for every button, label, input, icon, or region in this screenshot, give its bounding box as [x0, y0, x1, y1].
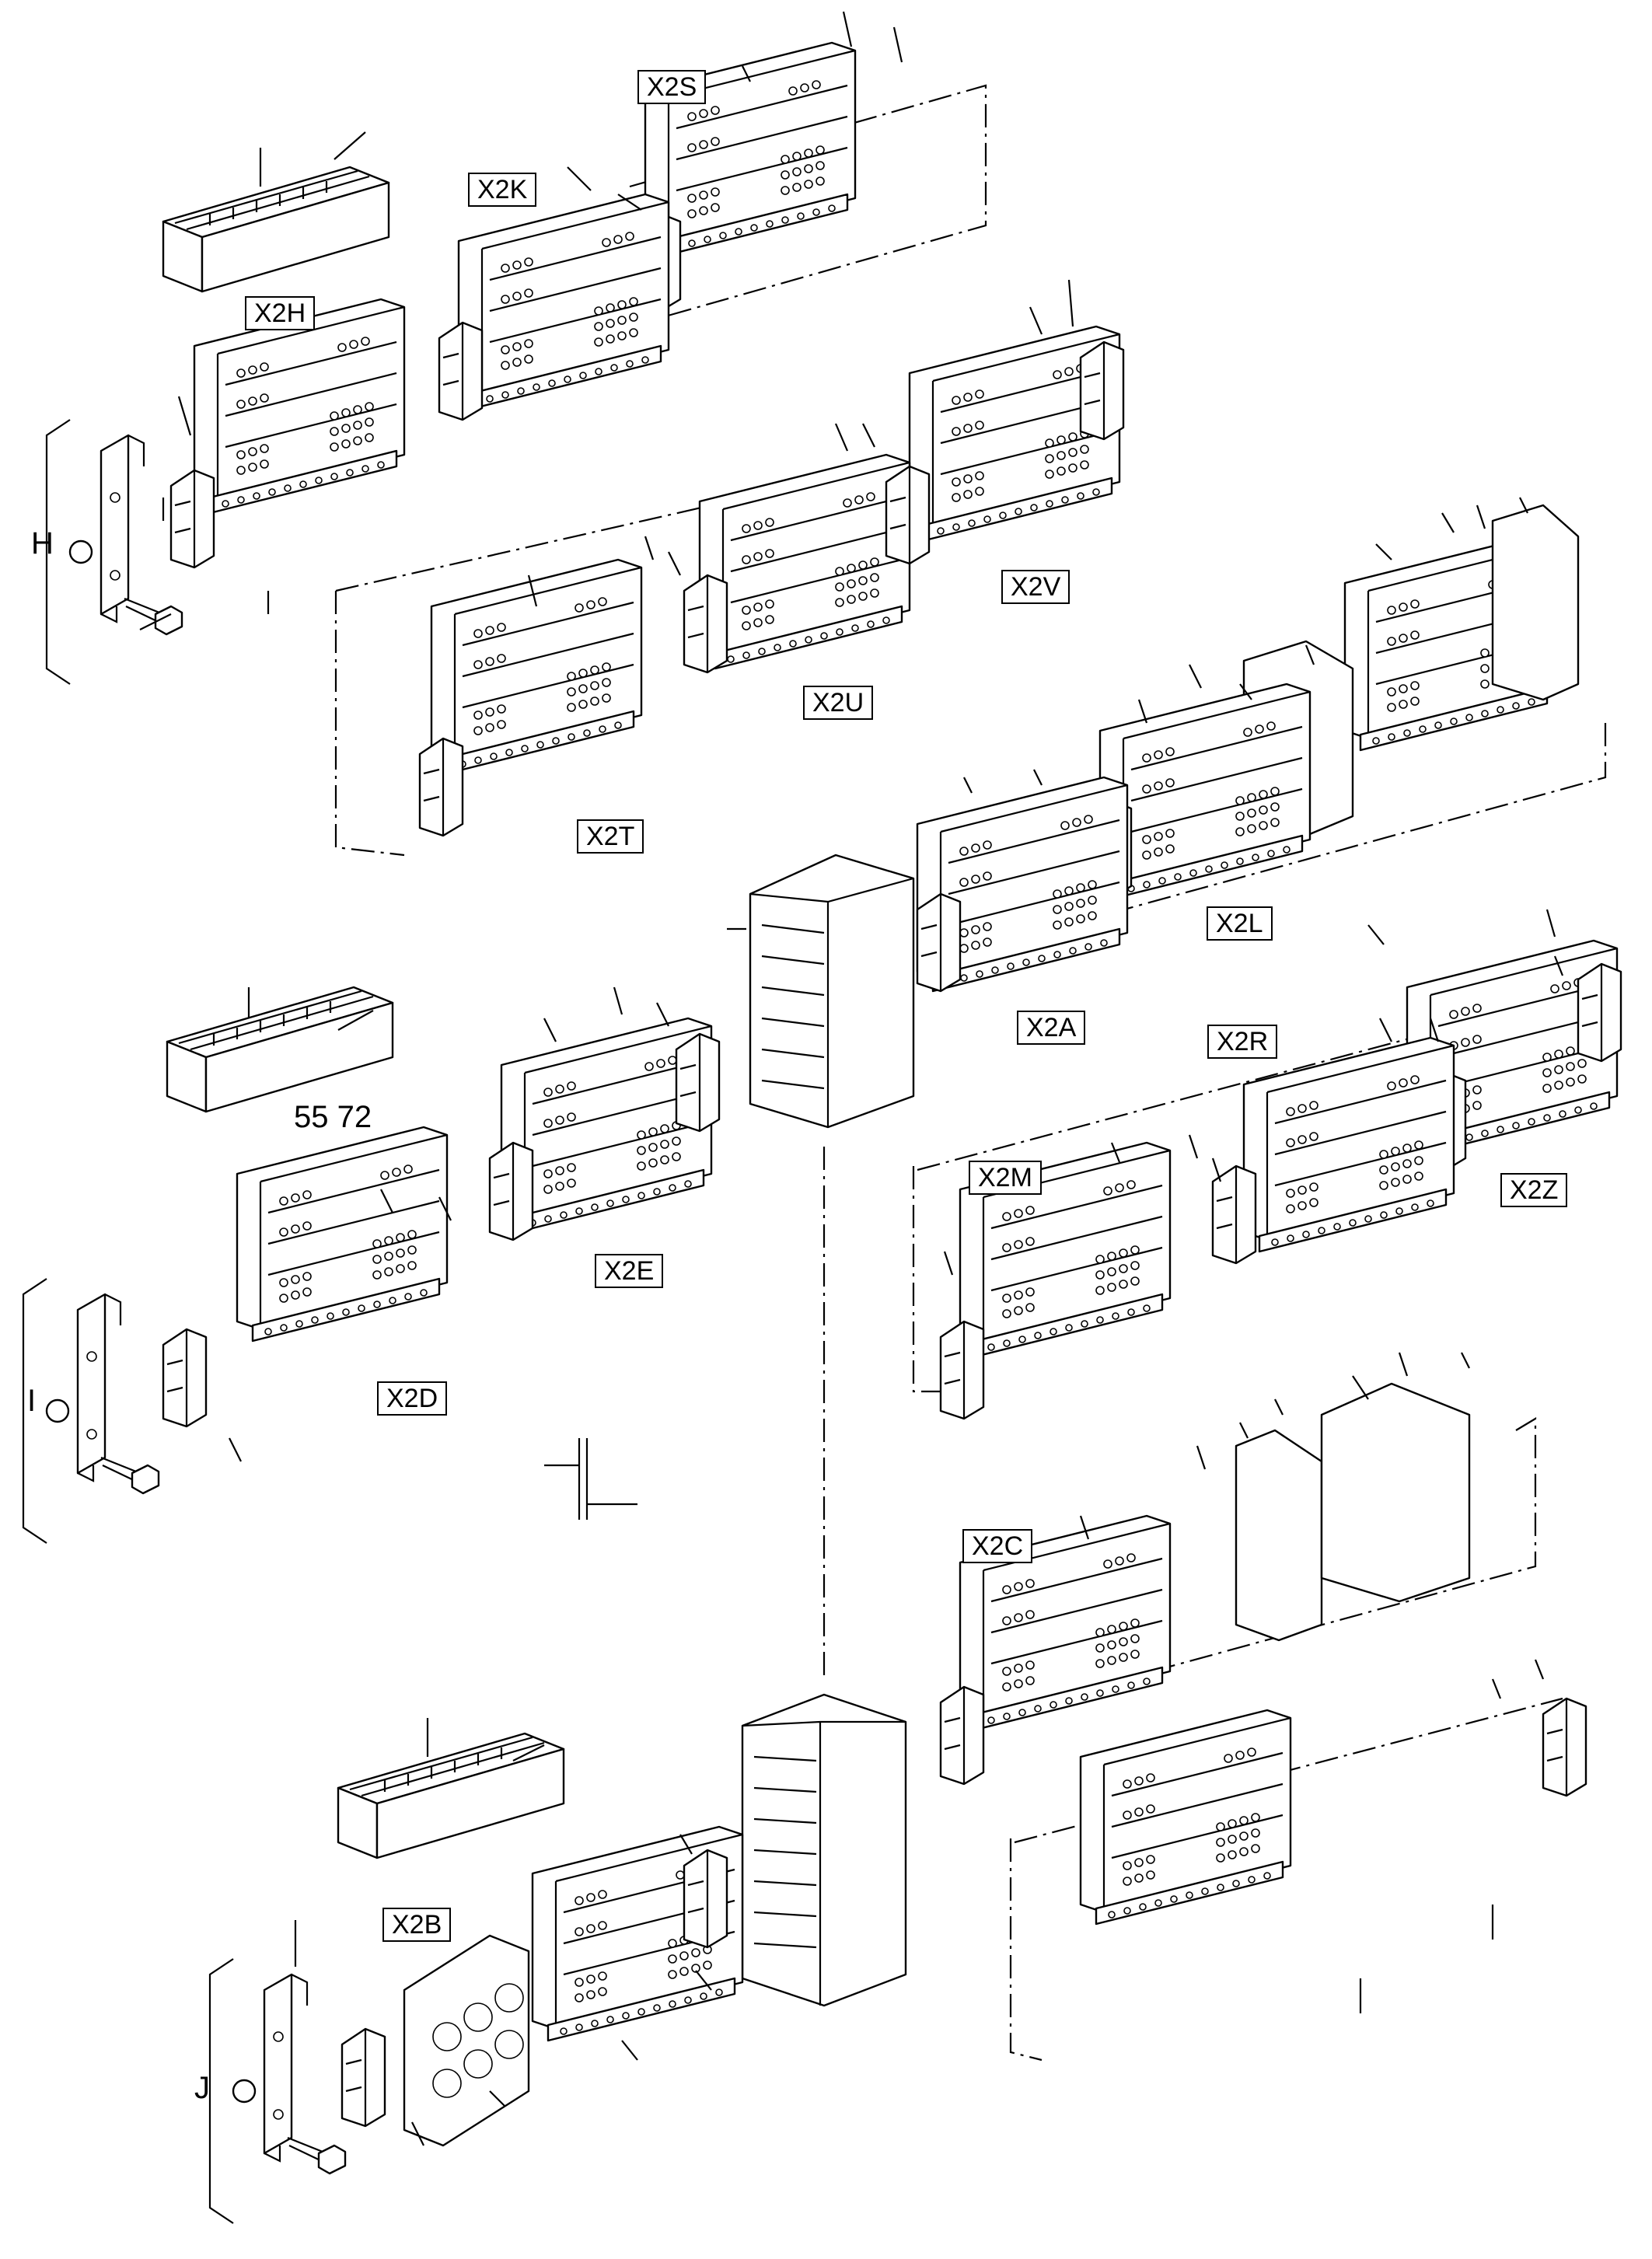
detail-letter-j: J	[194, 2071, 210, 2105]
detail-letter-i: I	[27, 1384, 37, 1418]
label-x2k: X2K	[468, 173, 537, 207]
label-x2z: X2Z	[1500, 1173, 1568, 1207]
label-x2r: X2R	[1207, 1025, 1278, 1059]
label-x2m: X2M	[969, 1161, 1042, 1195]
label-x2v: X2V	[1001, 570, 1070, 604]
label-x2s: X2S	[637, 70, 707, 104]
label-x2e: X2E	[595, 1254, 664, 1288]
detail-letter-h: H	[31, 526, 54, 560]
label-x2d: X2D	[377, 1381, 448, 1416]
label-x2t: X2T	[577, 819, 644, 854]
label-x2h: X2H	[245, 296, 316, 330]
label-x2u: X2U	[803, 686, 874, 720]
callout-numbers: 55 72	[294, 1100, 372, 1134]
label-x2c: X2C	[962, 1529, 1033, 1563]
label-x2l: X2L	[1207, 906, 1273, 941]
label-x2a: X2A	[1017, 1011, 1086, 1045]
label-x2b: X2B	[382, 1908, 452, 1942]
